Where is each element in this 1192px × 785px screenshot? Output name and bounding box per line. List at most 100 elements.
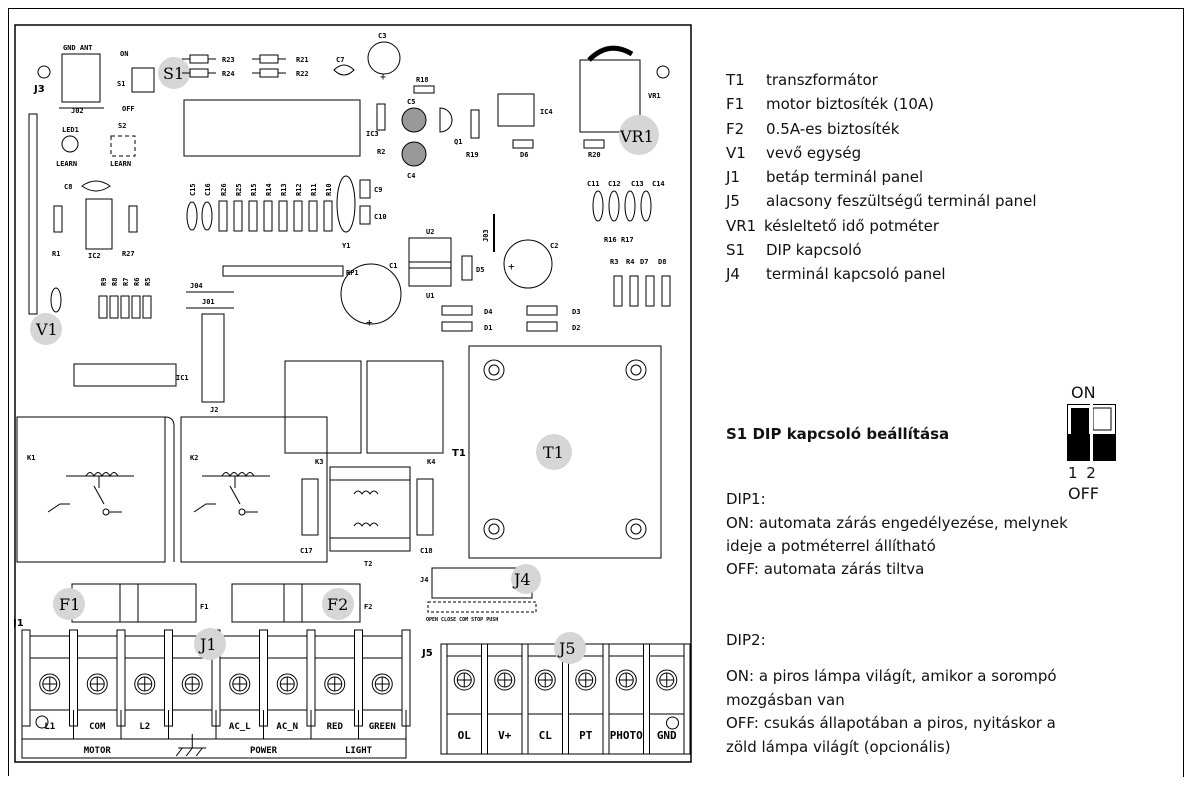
silk-c15: C15 [189,183,197,196]
relay-coil-k1 [47,472,134,516]
callout-j1 [194,628,226,660]
callout-f1-label: F1 [59,595,80,614]
legend-text: betáp terminál panel [766,168,924,187]
screw-terminal [534,669,556,691]
t1-transformer[interactable] [468,345,662,559]
callout-f1 [53,588,85,620]
silk-d3: D3 [572,308,580,316]
j5-terminal-label: GND [657,729,677,742]
j5-terminal-label: V+ [498,729,512,742]
silk-j01: J01 [202,298,215,306]
legend-code: S1 [726,241,746,260]
figure-frame [8,8,1184,777]
silk-r4: R4 [626,258,634,266]
svg-text:+: + [508,260,515,273]
silk-k1: K1 [27,454,35,462]
c4-capacitor [401,141,427,167]
silk-f2: F2 [364,603,372,611]
silk-s2: S2 [118,122,126,130]
ic3-chip [183,99,361,157]
silk-r10: R10 [325,183,333,196]
j5-terminal-label: PHOTO [610,729,643,742]
c5-capacitor [401,107,427,133]
callout-t1-label: T1 [543,443,564,462]
dip-switch-numbers: 1 2 [1068,464,1098,482]
silk-r2: R2 [377,148,385,156]
screw-terminal [371,673,393,695]
screw-terminal [656,669,678,691]
silk-vr1: VR1 [648,92,661,100]
silk-c5: C5 [407,98,415,106]
silk-c1: C1 [389,262,397,270]
legend-code: VR1 [726,216,757,235]
j1-terminal-label: COM [89,722,106,732]
silk-u2: U2 [426,228,434,236]
silk-c17: C17 [300,547,313,555]
callout-j5-label: J5 [557,639,576,658]
relay-k4 [366,360,444,454]
j1-terminal-label: AC_N [276,722,298,732]
dip1-on-text-cont: ideje a potméterrel állítható [726,537,936,555]
silk-r19: R19 [466,151,479,159]
silk-r1: R1 [52,250,60,258]
vr1-potentiometer [579,59,641,133]
silk-d2: D2 [572,324,580,332]
silk-r23: R23 [222,56,235,64]
dip2-on-text-cont: mozgásban van [726,691,845,709]
c1-capacitor [340,263,402,325]
j1-terminal-label: GREEN [369,722,396,732]
frame-left-edge [8,8,9,776]
silk-j03: J03 [482,229,490,242]
silk-c9: C9 [374,186,382,194]
legend-text: alacsony feszültségű terminál panel [766,192,1037,211]
silk-j3: J3 [33,84,45,95]
v1-antenna-strip [28,113,38,315]
dip2-header: DIP2: [726,631,766,649]
legend-text: vevő egység [766,143,862,162]
callout-j4-label: J4 [512,570,531,589]
s1-switch-body [131,67,155,93]
callout-f2-label: F2 [327,595,348,614]
j5-terminal-label: PT [579,729,593,742]
dip1-header: DIP1: [726,490,766,508]
silk-c2: C2 [550,242,558,250]
silk-r18: R18 [416,76,429,84]
silk-r20: R20 [588,151,601,159]
screw-terminal [575,669,597,691]
silk-r26: R26 [220,183,228,196]
silk-s1: S1 [117,80,125,88]
silk-ic4: IC4 [540,108,553,116]
dip1-on-text: ON: automata zárás engedélyezése, melyne… [726,514,1068,532]
j3-connector [61,53,101,103]
callout-j5 [554,632,586,664]
screw-terminal [134,673,156,695]
screw-terminal [181,673,203,695]
silk-led1: LED1 [62,126,79,134]
legend-code: F2 [726,119,745,138]
silk-c18: C18 [420,547,433,555]
legend-text: terminál kapcsoló panel [766,265,946,284]
silk-learn-2: LEARN [110,160,131,168]
silk-y1: Y1 [342,242,350,250]
silk-r11: R11 [310,183,318,196]
silk-ic3: IC3 [366,130,379,138]
dip2-on-text: ON: a piros lámpa világít, amikor a soro… [726,667,1057,685]
silk-c4: C4 [407,172,415,180]
ic4-regulator [497,93,535,127]
silk-q1: Q1 [454,138,462,146]
silk-d1: D1 [484,324,492,332]
svg-text:+: + [366,316,373,329]
svg-text:+: + [380,72,386,83]
relay-k1 [16,416,175,563]
legend-text: motor biztosíték (10A) [766,95,935,114]
silk-c3: C3 [378,32,386,40]
silk-r25: R25 [235,183,243,196]
silk-d7: D7 [640,258,648,266]
